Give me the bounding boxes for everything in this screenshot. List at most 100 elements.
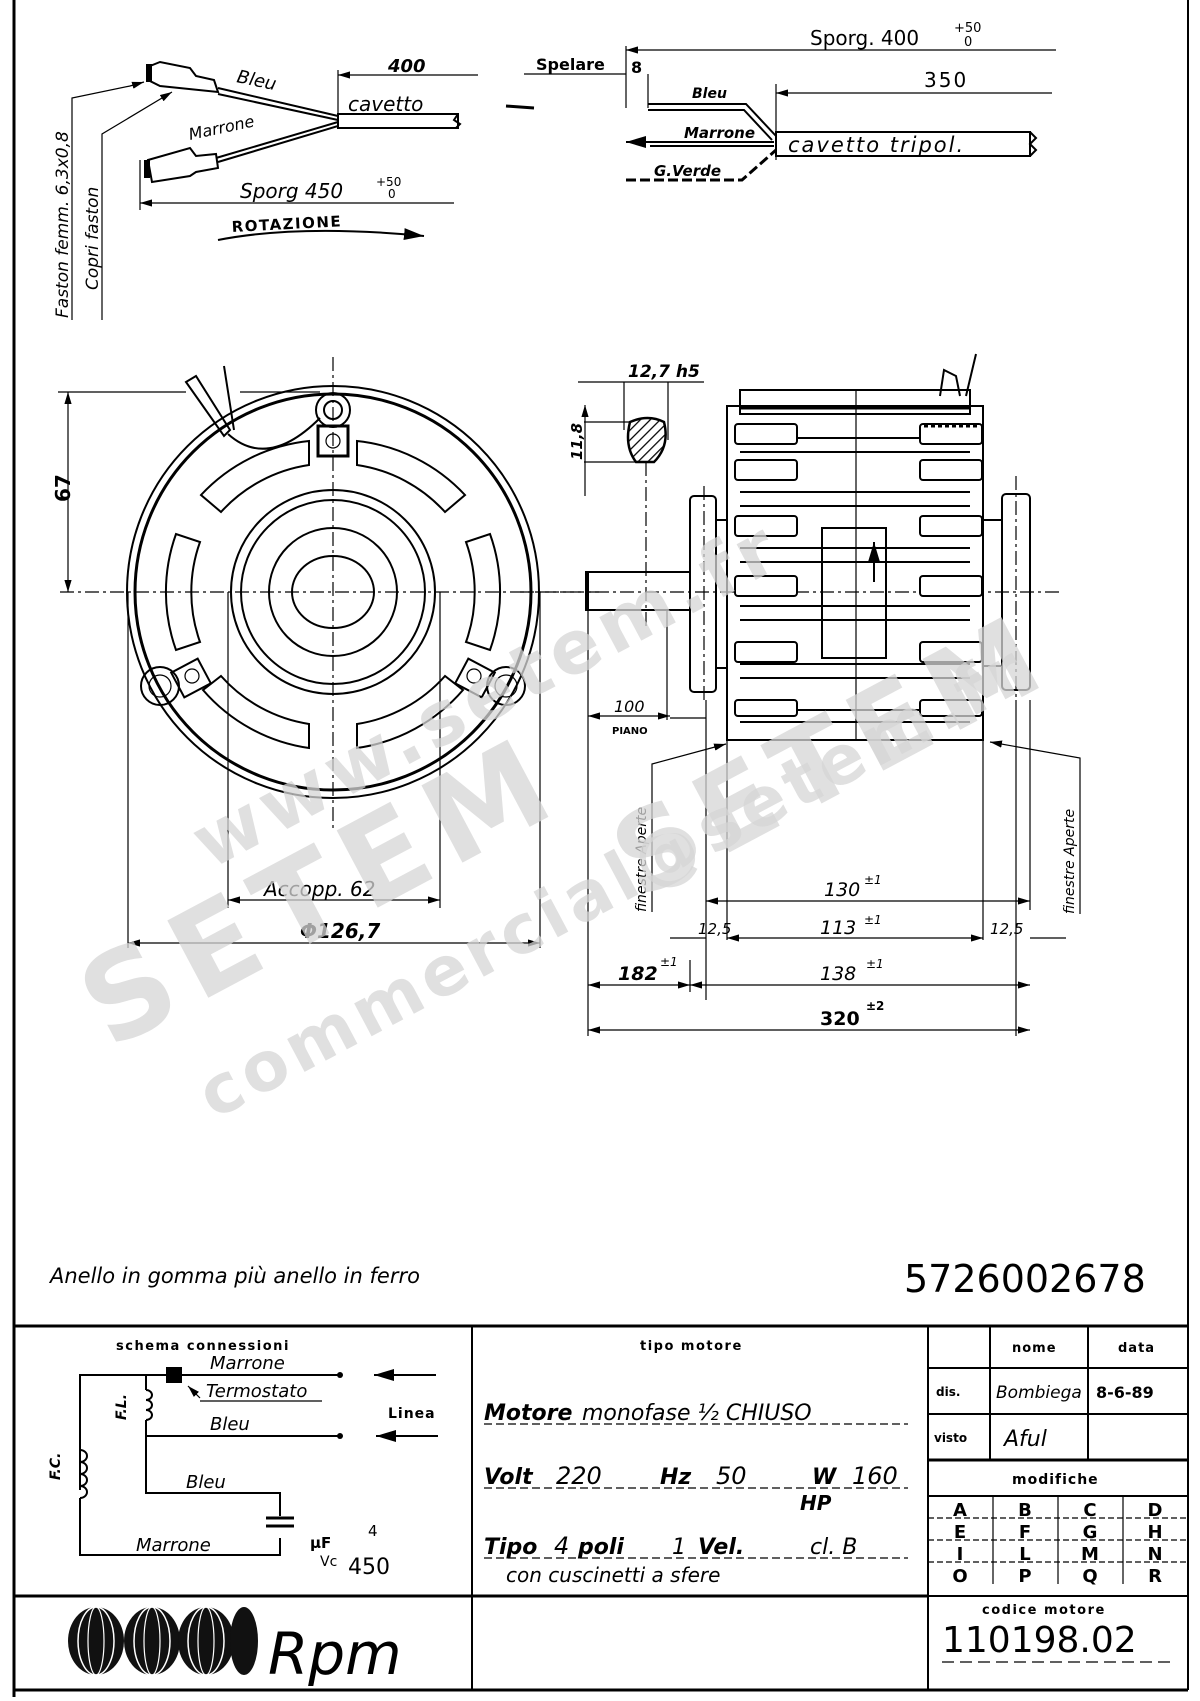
- dim-12-5-right: 12,5: [990, 920, 1023, 938]
- motor-line1-rest: monofase ½ CHIUSO: [582, 1401, 812, 1426]
- rev-C: C: [1083, 1500, 1096, 1521]
- rev-E: E: [954, 1522, 966, 1543]
- line-label: Linea: [388, 1406, 436, 1422]
- wiring-detail-three-wire: Spelare 8 Sporg. 400 +50 0 350 Bleu Marr…: [505, 21, 1056, 182]
- hp-label: HP: [800, 1491, 832, 1515]
- rev-Q: Q: [1082, 1566, 1097, 1587]
- motor-front-view: 67 Accopp. 62 Φ126,7: [51, 357, 600, 948]
- logo-wordmark: Rpm: [268, 1620, 402, 1688]
- poles-value: 4: [554, 1532, 569, 1560]
- note-rubber-ring: Anello in gomma più anello in ferro: [48, 1264, 420, 1288]
- dim-113: 113: [820, 917, 856, 939]
- dim-diameter: Φ126,7: [300, 919, 380, 943]
- rev-L: L: [1019, 1544, 1030, 1565]
- wire-blue-label: Bleu: [235, 66, 278, 95]
- rev-I: I: [957, 1544, 964, 1565]
- dim-320: 320: [820, 1008, 860, 1030]
- strip-dim: 8: [631, 58, 642, 77]
- rev-M: M: [1081, 1544, 1099, 1565]
- schematic-title: schema connessioni: [116, 1339, 290, 1354]
- motor-type-title: tipo motore: [640, 1339, 743, 1354]
- window-open-label-left: finestre Aperte: [634, 807, 650, 912]
- dim-shaft-flat: 11,8: [568, 423, 586, 460]
- part-number: 5726002678: [904, 1257, 1146, 1301]
- revision-letters: A B C D E F G H I L M N O P Q R: [952, 1500, 1162, 1587]
- dim-130: 130: [824, 879, 860, 901]
- company-logo: Rpm: [68, 1606, 402, 1688]
- dim-coupling: Accopp. 62: [262, 877, 375, 901]
- motor-code-value: 110198.02: [942, 1620, 1137, 1661]
- checked-by: Aful: [1002, 1427, 1047, 1452]
- rev-P: P: [1018, 1566, 1031, 1587]
- motor-code-label: codice motore: [982, 1603, 1106, 1618]
- plane-label: PIANO: [612, 726, 648, 737]
- type-label: Tipo: [484, 1535, 537, 1560]
- insulation-class: cl. B: [810, 1535, 857, 1560]
- shaft-cross-section: 12,7 h5 11,8: [568, 362, 704, 630]
- rev-G: G: [1083, 1522, 1098, 1543]
- dim-cable-350: 350: [924, 68, 968, 92]
- watt-label: W: [812, 1465, 838, 1490]
- dim-113-tol: ±1: [864, 913, 882, 927]
- approval-table: nome data dis. Bombiega 8-6-89 visto Afu…: [934, 1341, 1163, 1587]
- tol-minus: 0: [964, 35, 972, 50]
- hz-value: 50: [716, 1462, 747, 1490]
- wire-brown-top: Marrone: [210, 1353, 285, 1374]
- window-open-label-right: finestre Aperte: [1062, 809, 1078, 914]
- dim-protrusion-right: Sporg. 400: [810, 26, 919, 50]
- rev-R: R: [1148, 1566, 1162, 1587]
- dim-height-67: 67: [51, 474, 75, 502]
- watermark-layer: www.setem.fr SETEM SETEM commercial@sete…: [58, 503, 1070, 1135]
- dim-shaft-width: 12,7 h5: [628, 362, 700, 382]
- motor-side-view: 100 PIANO finestre Aperte finestre Apert…: [520, 353, 1081, 1036]
- faston-cover-label: Copri faston: [83, 187, 103, 290]
- drawn-date: 8-6-89: [1096, 1383, 1154, 1402]
- speeds-label: Vel.: [698, 1535, 744, 1560]
- rev-B: B: [1018, 1500, 1032, 1521]
- rev-H: H: [1147, 1522, 1162, 1543]
- hz-label: Hz: [660, 1465, 691, 1490]
- dim-protrusion-left: Sporg 450: [240, 179, 343, 203]
- motor-type-spec: tipo motore Motore monofase ½ CHIUSO Vol…: [484, 1339, 908, 1587]
- tol-plus: +50: [954, 21, 981, 36]
- wire-blue-mid: Bleu: [210, 1414, 250, 1435]
- wire-blue-low: Bleu: [186, 1472, 226, 1493]
- wire-blue-label: Bleu: [692, 86, 727, 102]
- speeds-value: 1: [672, 1535, 686, 1560]
- revisions-title: modifiche: [1012, 1472, 1099, 1488]
- wire-brown-low: Marrone: [136, 1535, 211, 1556]
- winding-fc-label: F.C.: [48, 1453, 64, 1480]
- bearings-label: con cuscinetti a sfere: [506, 1563, 720, 1587]
- strip-label: Spelare: [536, 55, 605, 74]
- rev-A: A: [953, 1500, 967, 1521]
- poles-label: poli: [577, 1535, 624, 1560]
- row-drawn: dis.: [936, 1385, 960, 1399]
- connection-schematic: schema connessioni Marrone Termostato Li…: [48, 1339, 438, 1580]
- volt-value: 220: [556, 1462, 602, 1490]
- tol-plus: +50: [376, 175, 401, 189]
- tol-minus: 0: [388, 187, 396, 201]
- motor-line1-bold: Motore: [484, 1401, 572, 1426]
- rev-F: F: [1019, 1522, 1031, 1543]
- rev-D: D: [1148, 1500, 1163, 1521]
- motor-code-box: codice motore 110198.02: [942, 1603, 1176, 1663]
- dim-320-tol: ±2: [866, 999, 884, 1013]
- dim-182: 182: [618, 963, 658, 985]
- winding-fl-label: F.L.: [114, 1394, 130, 1420]
- sheet-border: [12, 0, 1189, 1697]
- thermostat-label: Termostato: [206, 1381, 307, 1402]
- wire-brown-label: Marrone: [684, 124, 755, 142]
- row-checked: visto: [934, 1431, 967, 1445]
- wire-brown-label: Marrone: [187, 111, 256, 143]
- faston-label: Faston femm. 6,3x0,8: [53, 131, 73, 318]
- dim-130-tol: ±1: [864, 873, 882, 887]
- dim-12-5-left: 12,5: [698, 920, 731, 938]
- capacitor-vc-label: Vc: [320, 1554, 337, 1570]
- col-date: data: [1118, 1341, 1155, 1356]
- capacitor-uf-label: μF: [310, 1534, 331, 1552]
- volt-label: Volt: [484, 1465, 534, 1490]
- dim-cable-length: 400: [387, 56, 426, 77]
- wire-ground-label: G.Verde: [654, 162, 721, 180]
- capacitor-uf-value: 4: [368, 1522, 378, 1540]
- title-block-frame: [14, 1324, 1189, 1692]
